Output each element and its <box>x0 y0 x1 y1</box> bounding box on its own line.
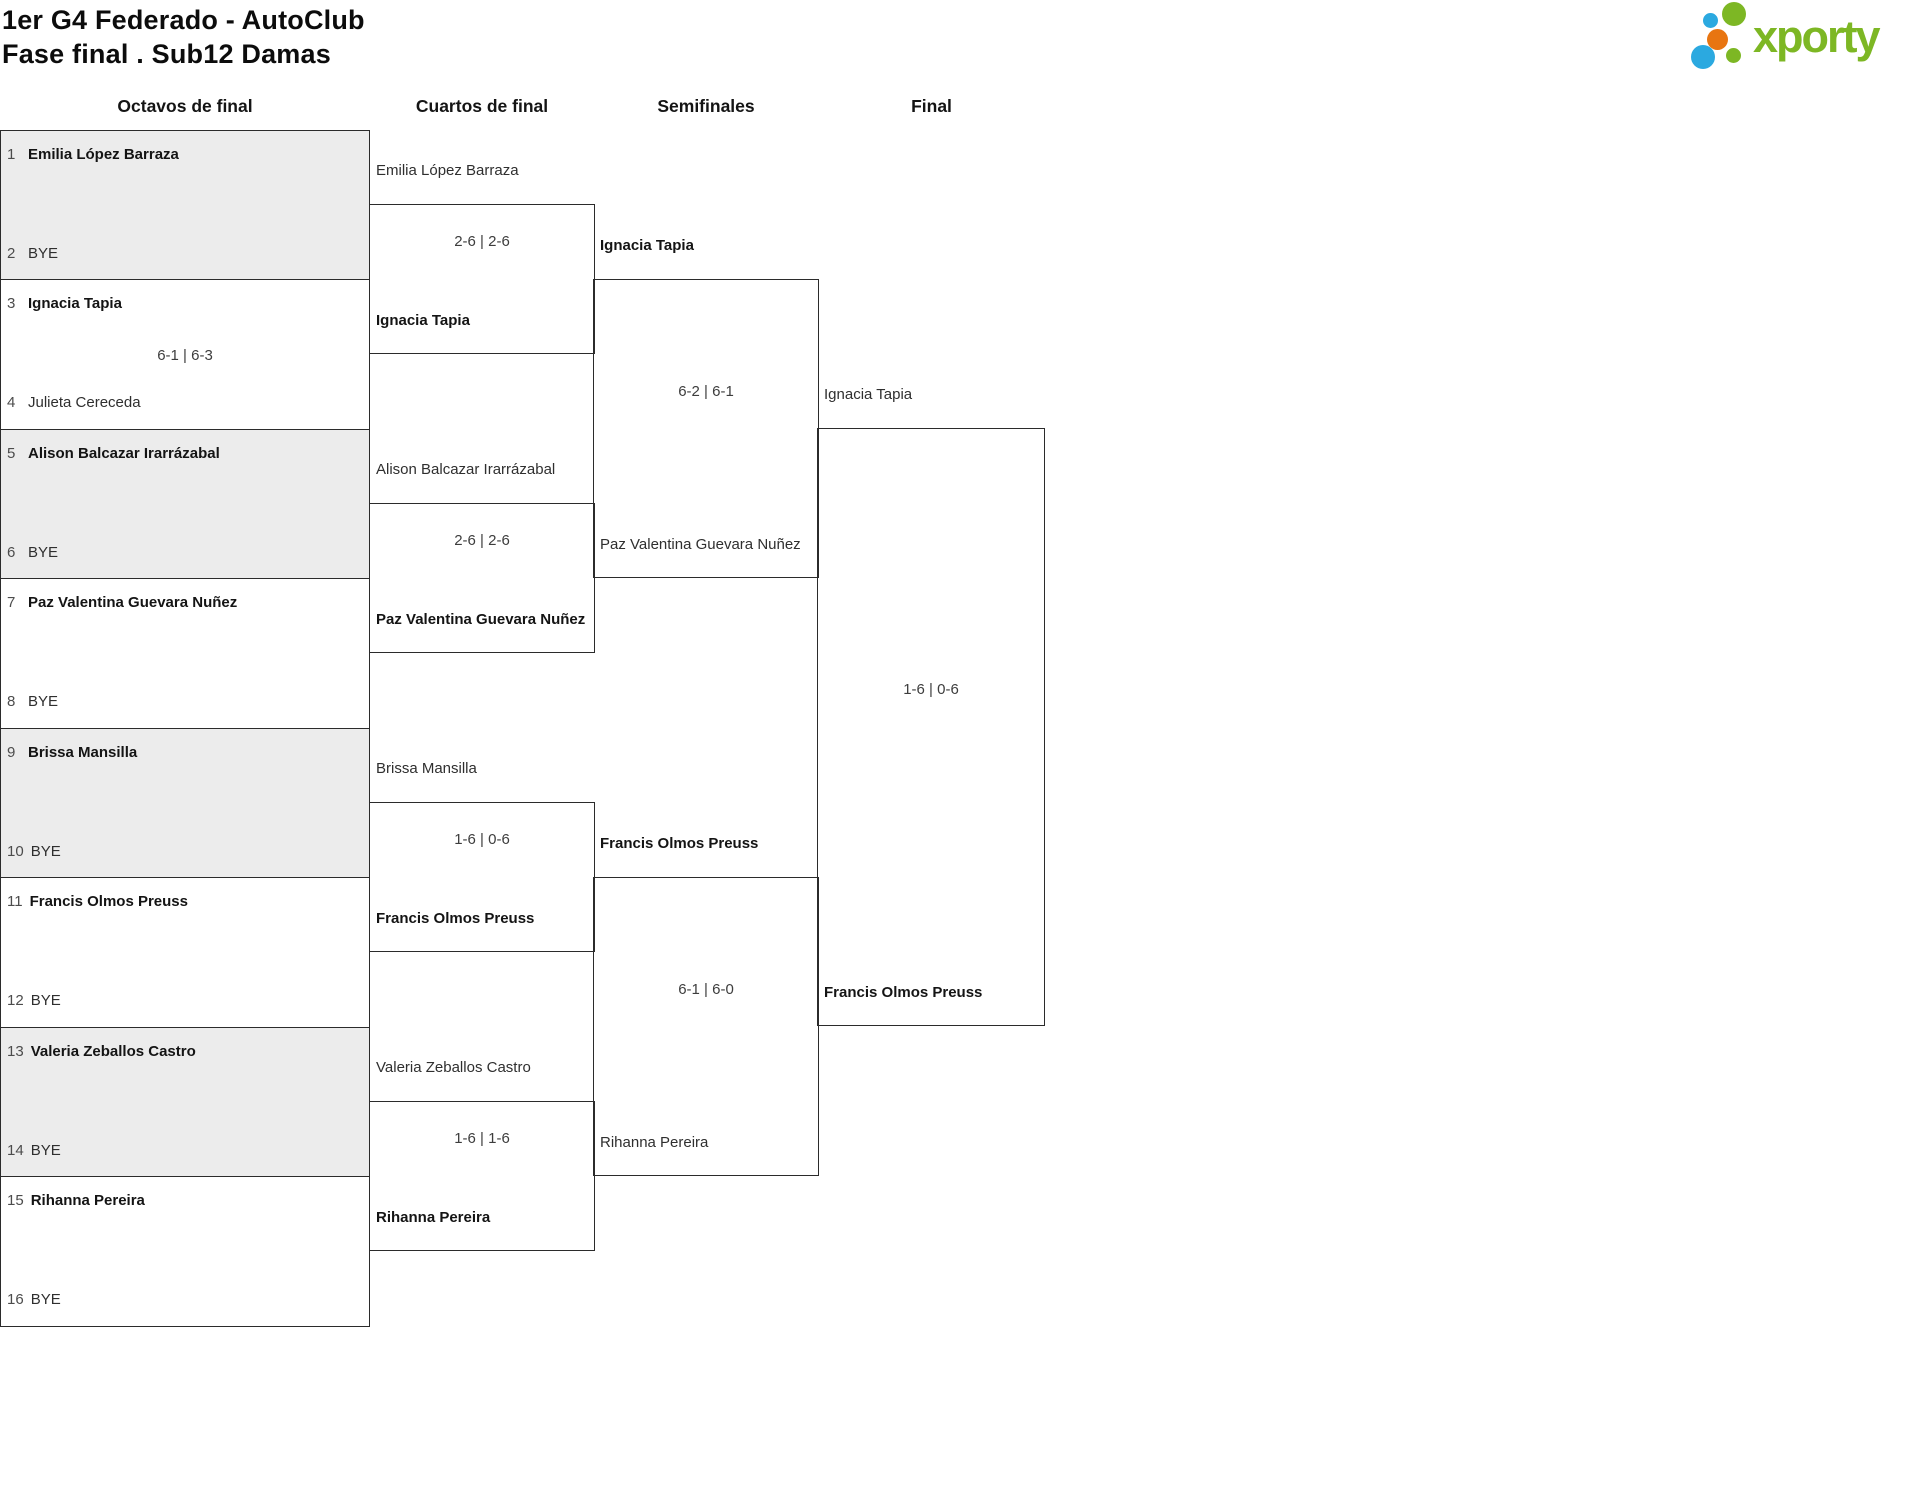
player-row: 3 Ignacia Tapia <box>7 295 367 312</box>
player-row: 16 BYE <box>7 1291 367 1308</box>
match-score: 1-6 | 0-6 <box>454 831 510 848</box>
player-seed: 11 <box>7 893 23 910</box>
player-seed: 13 <box>7 1042 24 1060</box>
match-score: 2-6 | 2-6 <box>454 532 510 549</box>
match-score: 6-1 | 6-0 <box>678 981 734 998</box>
tournament-title: 1er G4 Federado - AutoClub <box>2 5 365 35</box>
participant-name: Emilia López Barraza <box>376 162 519 179</box>
player-seed: 1 <box>7 145 16 163</box>
player-row: 2 BYE <box>7 245 367 262</box>
match-score: 1-6 | 1-6 <box>454 1130 510 1147</box>
match-box-final[interactable] <box>817 428 1045 1026</box>
player-name: Ignacia Tapia <box>28 295 122 312</box>
participant-name: Paz Valentina Guevara Nuñez <box>600 536 801 553</box>
player-row: 15 Rihanna Pereira <box>7 1192 367 1209</box>
player-name: BYE <box>28 244 59 262</box>
player-row: 5 Alison Balcazar Irarrázabal <box>7 445 367 462</box>
participant-name: Brissa Mansilla <box>376 760 477 777</box>
participant-name: Francis Olmos Preuss <box>824 984 983 1001</box>
player-name: Julieta Cereceda <box>28 394 141 411</box>
player-name: BYE <box>30 1291 61 1308</box>
player-row: 1 Emilia López Barraza <box>7 146 367 163</box>
player-row: 8 BYE <box>7 693 367 710</box>
match-score: 2-6 | 2-6 <box>454 233 510 250</box>
participant-name: Paz Valentina Guevara Nuñez <box>376 611 586 628</box>
participant-name: Ignacia Tapia <box>600 237 694 254</box>
participant-name: Ignacia Tapia <box>824 386 913 403</box>
player-seed: 8 <box>7 693 16 710</box>
player-name: BYE <box>30 842 61 860</box>
match-box-cuartos-3[interactable] <box>369 802 595 952</box>
participant-name: Alison Balcazar Irarrázabal <box>376 461 556 478</box>
match-box-octavos-1[interactable]: 1 Emilia López Barraza 2 BYE <box>0 129 370 280</box>
participant-name: Francis Olmos Preuss <box>600 835 759 852</box>
round-header-cuartos: Cuartos de final <box>415 96 549 116</box>
match-box-semifinal-2[interactable] <box>593 877 819 1176</box>
player-row: 10 BYE <box>7 843 367 860</box>
player-seed: 14 <box>7 1141 24 1159</box>
match-box-semifinal-1[interactable] <box>593 279 819 578</box>
player-name: Emilia López Barraza <box>28 145 179 163</box>
round-header-semifinales: Semifinales <box>657 96 755 116</box>
player-seed: 6 <box>7 543 16 561</box>
player-name: BYE <box>28 543 59 561</box>
player-seed: 9 <box>7 743 16 761</box>
match-box-cuartos-4[interactable] <box>369 1101 595 1251</box>
match-box-cuartos-1[interactable] <box>369 204 595 354</box>
player-row: 13 Valeria Zeballos Castro <box>7 1043 367 1060</box>
player-name: Francis Olmos Preuss <box>29 893 188 910</box>
match-box-octavos-5[interactable]: 9 Brissa Mansilla 10 BYE <box>0 727 370 878</box>
brand-text: xporty <box>1753 11 1881 62</box>
player-row: 4 Julieta Cereceda <box>7 394 367 411</box>
player-name: BYE <box>30 1141 61 1159</box>
player-name: Alison Balcazar Irarrázabal <box>28 444 220 462</box>
logo-dot-blue-large-icon <box>1691 45 1715 69</box>
match-box-octavos-2[interactable]: 3 Ignacia Tapia 6-1 | 6-3 4 Julieta Cerece… <box>0 279 370 430</box>
participant-name: Francis Olmos Preuss <box>376 910 535 927</box>
logo-dot-blue-small-icon <box>1703 13 1718 28</box>
match-score: 1-6 | 0-6 <box>903 681 959 698</box>
player-row: 12 BYE <box>7 992 367 1009</box>
match-box-octavos-4[interactable]: 7 Paz Valentina Guevara Nuñez 8 BYE <box>0 578 370 729</box>
player-name: BYE <box>30 992 61 1009</box>
match-score: 6-1 | 6-3 <box>157 347 213 364</box>
player-seed: 10 <box>7 842 24 860</box>
match-box-octavos-6[interactable]: 11 Francis Olmos Preuss 12 BYE <box>0 877 370 1028</box>
player-row: 7 Paz Valentina Guevara Nuñez <box>7 594 367 611</box>
player-seed: 7 <box>7 594 16 611</box>
match-score: 6-2 | 6-1 <box>678 383 734 400</box>
player-name: Valeria Zeballos Castro <box>30 1042 196 1060</box>
round-header-final: Final <box>911 96 952 116</box>
participant-name: Ignacia Tapia <box>376 312 470 329</box>
player-seed: 3 <box>7 295 16 312</box>
participant-name: Valeria Zeballos Castro <box>376 1059 531 1076</box>
match-box-octavos-7[interactable]: 13 Valeria Zeballos Castro 14 BYE <box>0 1026 370 1177</box>
bracket-subtitle: Fase final . Sub12 Damas <box>2 39 331 69</box>
player-seed: 15 <box>7 1192 24 1209</box>
logo-dot-green-small-icon <box>1726 48 1741 63</box>
logo-dot-green-large-icon <box>1722 2 1746 26</box>
player-seed: 4 <box>7 394 16 411</box>
match-box-octavos-8[interactable]: 15 Rihanna Pereira 16 BYE <box>0 1176 370 1327</box>
player-seed: 12 <box>7 992 24 1009</box>
player-seed: 5 <box>7 444 16 462</box>
page-title: 1er G4 Federado - AutoClub Fase final . … <box>2 3 365 71</box>
player-row: 14 BYE <box>7 1142 367 1159</box>
participant-name: Rihanna Pereira <box>376 1209 491 1226</box>
logo-dot-orange-icon <box>1707 29 1728 50</box>
player-name: Brissa Mansilla <box>28 743 138 761</box>
participant-name: Rihanna Pereira <box>600 1134 709 1151</box>
player-name: Rihanna Pereira <box>30 1192 145 1209</box>
player-name: BYE <box>28 693 59 710</box>
player-row: 11 Francis Olmos Preuss <box>7 893 367 910</box>
player-seed: 2 <box>7 244 16 262</box>
player-row: 9 Brissa Mansilla <box>7 744 367 761</box>
player-row: 6 BYE <box>7 544 367 561</box>
player-seed: 16 <box>7 1291 24 1308</box>
player-name: Paz Valentina Guevara Nuñez <box>28 594 238 611</box>
round-header-octavos: Octavos de final <box>117 96 253 116</box>
match-box-octavos-3[interactable]: 5 Alison Balcazar Irarrázabal 6 BYE <box>0 428 370 579</box>
match-box-cuartos-2[interactable] <box>369 503 595 653</box>
